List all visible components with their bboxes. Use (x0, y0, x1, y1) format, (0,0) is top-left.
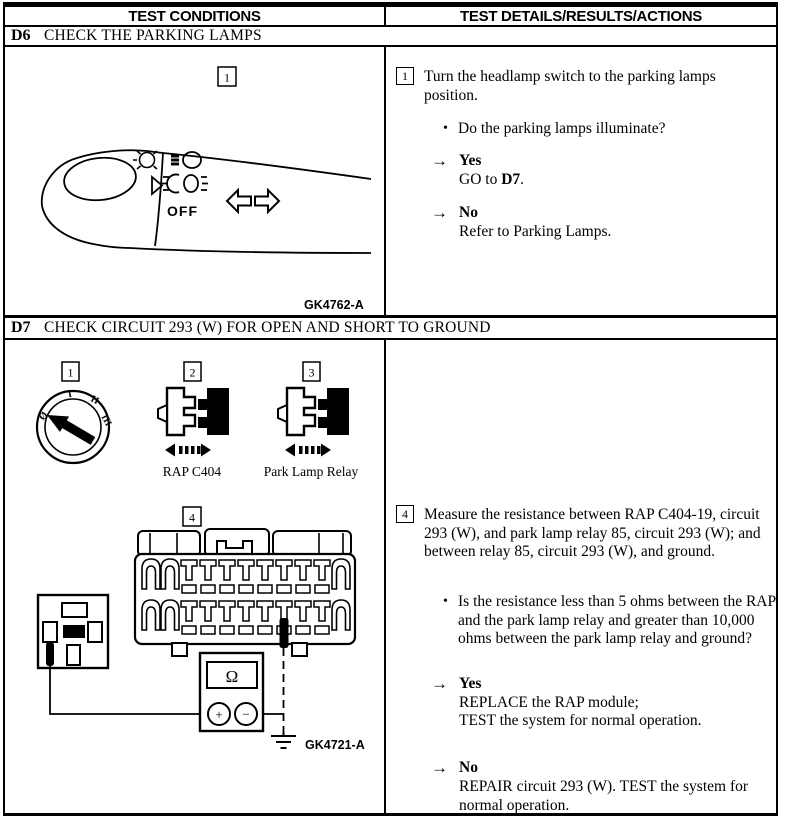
ignition-switch-icon: Ø I II III (35, 389, 114, 465)
svg-text:I: I (67, 389, 73, 401)
turn-signal-arrows-icon (225, 187, 281, 215)
step-instruction: Turn the headlamp switch to the parking … (424, 68, 716, 104)
d6-title-row: D6 CHECK THE PARKING LAMPS (5, 27, 776, 45)
arrow-glyph: → (431, 674, 448, 693)
parking-lamp-icon (133, 150, 158, 170)
header-test-conditions: TEST CONDITIONS (128, 7, 261, 25)
yes-action-line2: TEST the system for normal operation. (459, 712, 702, 729)
step-marker-boxes: 1 2 3 4 (61, 361, 321, 527)
ohmmeter-icon: Ω + − (198, 651, 265, 733)
d6-code: D6 (11, 27, 31, 44)
bullet-glyph: • (443, 121, 448, 136)
rap-c404-disconnect-icon (156, 386, 231, 458)
yes-action: GO to D7. (459, 171, 759, 190)
svg-text:III: III (98, 413, 113, 429)
svg-text:+: + (215, 707, 222, 722)
yes-action-line1: REPLACE the RAP module; (459, 694, 639, 711)
headlamp-on-icon (162, 173, 208, 194)
circuit-293-test-figure: 1 2 3 4 Ø I II III RAP C404 (35, 361, 365, 752)
park-lamp-relay-disconnect-icon (276, 386, 351, 458)
svg-text:Ω: Ω (226, 667, 239, 686)
ohmmeter-positive-lead (49, 662, 208, 715)
svg-text:1: 1 (68, 366, 74, 380)
arrow-glyph: → (431, 758, 448, 777)
rap-connector-pinout (133, 528, 357, 657)
no-label: No (459, 204, 478, 221)
off-label: OFF (167, 203, 198, 219)
d6-title: CHECK THE PARKING LAMPS (44, 27, 262, 44)
no-action: REPAIR circuit 293 (W). TEST the system … (459, 778, 749, 814)
step-number-box: 1 (396, 67, 414, 85)
svg-text:1: 1 (224, 71, 230, 85)
low-beam-icon (171, 151, 202, 169)
header-column-divider (384, 7, 386, 25)
step-question: Do the parking lamps illuminate? (458, 120, 666, 137)
park-lamp-relay-label: Park Lamp Relay (264, 464, 359, 479)
arrow-glyph: → (431, 151, 448, 170)
step-question: Is the resistance less than 5 ohms betwe… (458, 593, 776, 648)
yes-label: Yes (459, 152, 482, 169)
test-probe (46, 642, 54, 666)
d6-actions-cell: 1 Turn the headlamp switch to the parkin… (386, 47, 776, 315)
relay-socket-icon (36, 593, 110, 670)
ground-icon (271, 732, 296, 749)
column-divider (384, 47, 386, 315)
column-divider (384, 340, 386, 813)
d7-actions-cell: 4 Measure the resistance between RAP C40… (386, 340, 776, 814)
rap-c404-label: RAP C404 (163, 464, 222, 479)
row-divider (5, 315, 776, 318)
svg-text:2: 2 (190, 366, 196, 380)
pointer-triangle-icon (151, 175, 164, 196)
svg-text:−: − (242, 707, 249, 722)
no-label: No (459, 759, 478, 776)
yes-action-text: GO to (459, 171, 502, 188)
test-probe (279, 618, 289, 648)
figure-id-label: GK4721-A (305, 738, 365, 752)
svg-text:3: 3 (309, 366, 315, 380)
header-test-details: TEST DETAILS/RESULTS/ACTIONS (460, 7, 702, 25)
step-marker-box: 1 (217, 66, 237, 87)
parking-lamp-switch-figure: 1 OFF (40, 66, 372, 312)
figure-id-label: GK4762-A (304, 298, 364, 312)
yes-label: Yes (459, 675, 482, 692)
stalk-outline (40, 149, 372, 254)
arrow-glyph: → (431, 203, 448, 222)
yes-action-punct: . (520, 171, 525, 188)
bullet-glyph: • (443, 594, 448, 609)
no-action: Refer to Parking Lamps. (459, 223, 612, 240)
step-instruction: Measure the resistance between RAP C404-… (424, 506, 761, 561)
test-table: TEST CONDITIONS TEST DETAILS/RESULTS/ACT… (3, 2, 778, 816)
d7-code: D7 (11, 319, 31, 336)
row-divider (5, 45, 776, 47)
row-divider (5, 25, 776, 27)
row-divider (5, 338, 776, 340)
svg-text:4: 4 (189, 511, 195, 525)
step-number-box: 4 (396, 505, 414, 523)
yes-action-target: D7 (501, 171, 521, 188)
d7-title-row: D7 CHECK CIRCUIT 293 (W) FOR OPEN AND SH… (5, 318, 776, 338)
d7-title: CHECK CIRCUIT 293 (W) FOR OPEN AND SHORT… (44, 319, 491, 336)
